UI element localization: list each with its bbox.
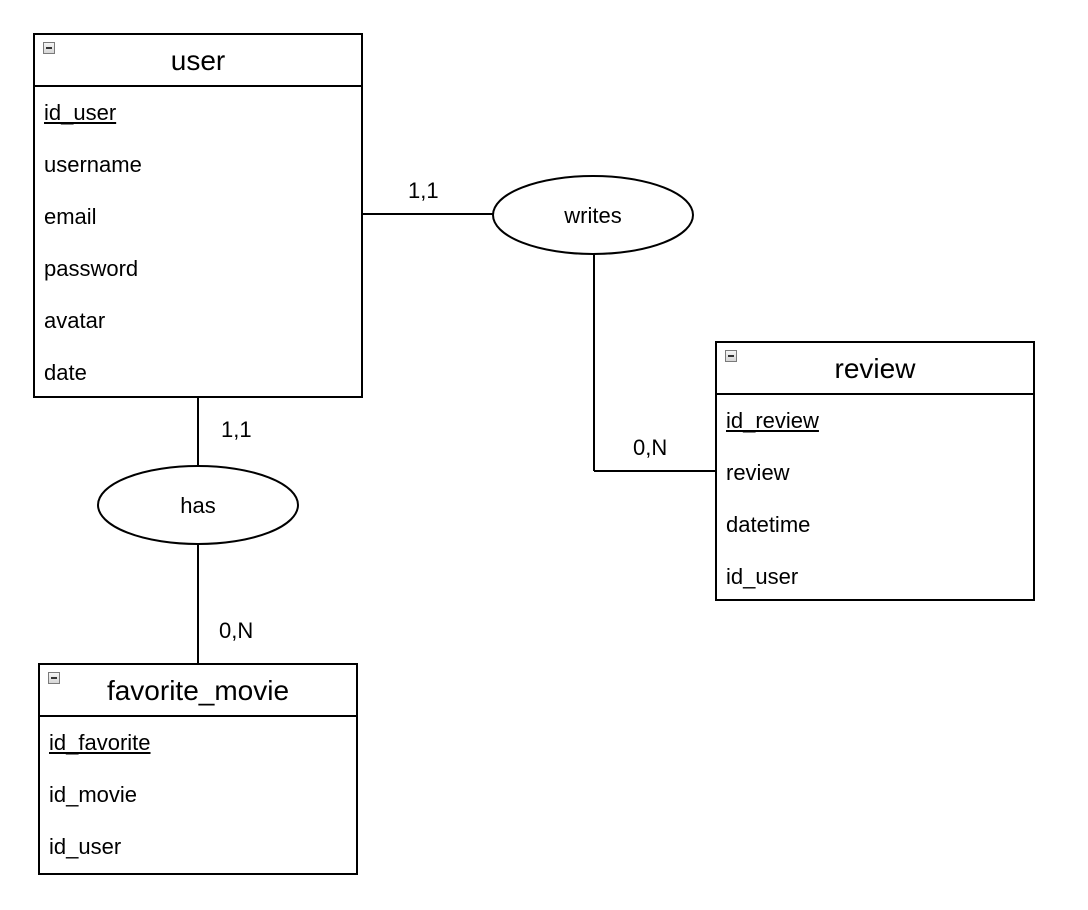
entity-user-title: user bbox=[170, 45, 226, 76]
attribute-id-favorite: id_favorite bbox=[49, 730, 151, 755]
has-ellipse bbox=[97, 465, 299, 545]
attribute-id-movie: id_movie bbox=[49, 782, 138, 807]
writes-ellipse bbox=[492, 175, 694, 255]
entity-review[interactable]: review id_review review datetime id_user bbox=[715, 341, 1035, 601]
attribute-date: date bbox=[44, 360, 87, 385]
collapse-icon[interactable] bbox=[43, 42, 55, 54]
attribute-id-user: id_user bbox=[44, 100, 117, 125]
cardinality-favorite-has: 0,N bbox=[219, 618, 253, 643]
collapse-icon[interactable] bbox=[48, 672, 60, 684]
entity-favorite-movie-header[interactable]: favorite_movie bbox=[40, 665, 356, 717]
collapse-icon[interactable] bbox=[725, 350, 737, 362]
attribute-id-review: id_review bbox=[726, 408, 819, 433]
has-label: has bbox=[180, 493, 215, 518]
attribute-username: username bbox=[44, 152, 142, 177]
attribute-email: email bbox=[44, 204, 97, 229]
attribute-password: password bbox=[44, 256, 139, 281]
entity-favorite-movie-title: favorite_movie bbox=[106, 675, 290, 706]
attribute-id-user: id_user bbox=[49, 834, 122, 859]
attribute-avatar: avatar bbox=[44, 308, 106, 333]
attribute-datetime: datetime bbox=[726, 512, 811, 537]
entity-review-title: review bbox=[834, 353, 916, 384]
cardinality-review-writes: 0,N bbox=[633, 435, 667, 460]
relationship-writes[interactable]: writes bbox=[492, 175, 694, 255]
attribute-id-user: id_user bbox=[726, 564, 799, 589]
cardinality-user-writes: 1,1 bbox=[408, 178, 439, 203]
relationship-has[interactable]: has bbox=[97, 465, 299, 545]
entity-favorite-movie[interactable]: favorite_movie id_favorite id_movie id_u… bbox=[38, 663, 358, 875]
entity-review-header[interactable]: review bbox=[717, 343, 1033, 395]
writes-label: writes bbox=[563, 203, 621, 228]
cardinality-user-has: 1,1 bbox=[221, 417, 252, 442]
entity-user-header[interactable]: user bbox=[35, 35, 361, 87]
attribute-review: review bbox=[726, 460, 790, 485]
entity-user[interactable]: user id_user username email password ava… bbox=[33, 33, 363, 398]
